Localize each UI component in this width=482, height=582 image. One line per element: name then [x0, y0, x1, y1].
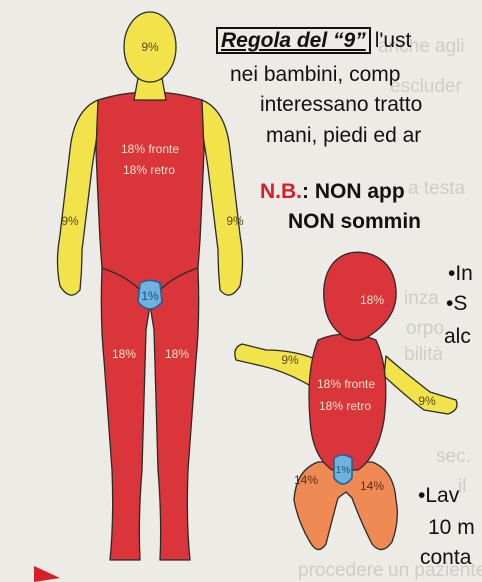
adult-arm-left-pct: 9%	[61, 214, 79, 228]
rule-line-1: Regola del “9”l'ust	[216, 29, 411, 53]
note-line-1: N.B.: NON app	[260, 180, 405, 204]
bullet-3-cont-2: conta	[420, 546, 471, 570]
adult-trunk-back: 18% retro	[123, 163, 175, 177]
note-sep: :	[302, 180, 309, 203]
child-leg-left-pct: 14%	[294, 473, 318, 487]
adult-legs	[101, 268, 198, 560]
child-left-arm	[235, 344, 318, 388]
bullet-2-cont: alc	[444, 325, 471, 349]
adult-genitals-pct: 1%	[141, 289, 159, 303]
rule-line-3: interessano tratto	[260, 93, 422, 117]
adult-leg-left-pct: 18%	[112, 347, 136, 361]
rule-line-2: nei bambini, comp	[230, 63, 400, 87]
adult-left-arm	[58, 100, 101, 295]
child-head-pct: 18%	[360, 293, 384, 307]
rule-line-4: mani, piedi ed ar	[266, 124, 421, 148]
rule-title: Regola del “9”	[216, 27, 371, 54]
arrow-right-icon	[34, 566, 60, 582]
bullet-3-cont-1: 10 m	[428, 516, 475, 540]
child-trunk-front: 18% fronte	[317, 377, 375, 391]
note-line-2: NON sommin	[288, 210, 421, 234]
note-label: N.B.	[260, 180, 302, 203]
adult-leg-right-pct: 18%	[165, 347, 189, 361]
bullet-2: •S	[446, 292, 467, 316]
bullet-3: •Lav	[418, 484, 459, 508]
child-arm-left-pct: 9%	[281, 353, 299, 367]
bullet-1: •In	[448, 262, 473, 286]
note-line-1-rest: NON app	[315, 180, 405, 203]
child-trunk-back: 18% retro	[319, 399, 371, 413]
adult-head-pct: 9%	[141, 40, 159, 54]
rule-line-1-rest: l'ust	[375, 29, 412, 52]
adult-arm-right-pct: 9%	[226, 214, 244, 228]
child-leg-right-pct: 14%	[360, 479, 384, 493]
child-genitals-pct: 1%	[336, 465, 351, 476]
adult-right-arm	[200, 100, 243, 295]
adult-trunk	[96, 92, 204, 290]
adult-figure	[58, 12, 243, 560]
adult-trunk-front: 18% fronte	[121, 142, 179, 156]
child-arm-right-pct: 9%	[418, 394, 436, 408]
